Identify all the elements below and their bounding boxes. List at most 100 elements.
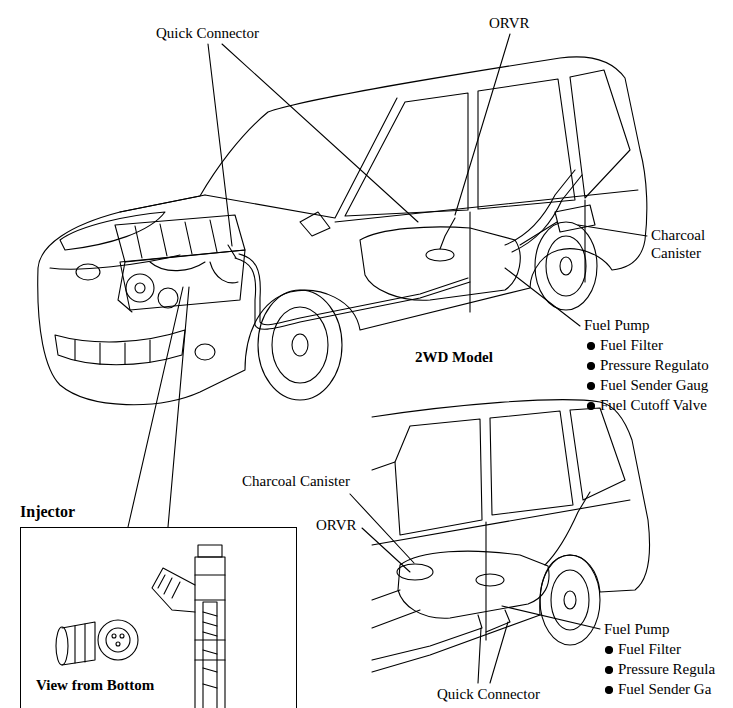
car-body-outline: [490, 411, 573, 515]
car-body-outline: [76, 264, 100, 280]
car-body-outline: [55, 330, 185, 365]
part-list-item: Fuel Filter: [618, 640, 681, 658]
car-body-outline: [38, 57, 647, 405]
part-label: Quick Connector: [156, 24, 259, 42]
part-label: Charcoal Canister: [242, 472, 350, 490]
fuel-tank: [426, 249, 454, 261]
part-list-item: Fuel Cutoff Valve: [600, 396, 707, 414]
part-list-item: Fuel Sender Gaug: [600, 376, 708, 394]
leader-line: [350, 494, 414, 563]
fuel-tank: [398, 551, 549, 618]
wheel: [564, 591, 576, 609]
injector-drawing: [56, 627, 68, 665]
inset-heading: Injector: [20, 503, 75, 521]
fuel-tank: [505, 170, 582, 252]
engine: [126, 274, 154, 302]
car-body-outline: [570, 408, 625, 500]
wheel: [292, 334, 308, 356]
injector-drawing: [158, 575, 180, 598]
engine: [158, 288, 178, 308]
leader-line: [222, 44, 418, 222]
leader-line: [128, 287, 183, 527]
car-body-outline: [372, 462, 395, 470]
bullet: [588, 343, 595, 350]
fuel-tank: [476, 574, 504, 586]
car-body-outline: [485, 522, 486, 640]
bullet: [588, 363, 595, 370]
part-list-item: Fuel Sender Ga: [618, 680, 711, 698]
part-label: ORVR: [489, 14, 529, 32]
bullet: [588, 403, 595, 410]
car-body-outline: [478, 79, 575, 209]
leader-line: [208, 44, 232, 246]
injector-drawing: [152, 568, 195, 612]
fuel-line: [235, 258, 470, 329]
engine: [150, 262, 238, 283]
car-body-outline: [50, 255, 180, 269]
leader-line: [478, 628, 481, 683]
leader-line: [505, 268, 580, 326]
fuel-tank: [372, 610, 510, 660]
part-list-item: Fuel Filter: [600, 336, 663, 354]
bullet: [606, 667, 613, 674]
car-body-outline: [120, 195, 205, 212]
injector-drawing: [203, 612, 217, 688]
car-body-outline: [300, 212, 330, 236]
wheel: [258, 222, 597, 400]
wheel: [546, 236, 586, 296]
injector-drawing: [195, 575, 225, 660]
car-body-outline: [38, 57, 647, 405]
fuel-tank: [545, 492, 590, 565]
car-body-outline: [469, 212, 470, 312]
bullet: [588, 343, 613, 694]
engine: [120, 250, 245, 310]
leader-line: [490, 622, 508, 683]
fuel-tank: [397, 564, 433, 580]
leader-line: [128, 34, 647, 683]
wheel: [551, 570, 589, 630]
engine: [135, 283, 145, 293]
fuel-tank: [360, 227, 520, 300]
bullet: [588, 383, 595, 390]
engine: [135, 220, 217, 258]
inset-caption: View from Bottom: [36, 676, 154, 694]
injector-drawing: [195, 557, 225, 708]
fuel-line: [228, 245, 236, 258]
leader-line: [502, 606, 600, 629]
fuel-line: [239, 254, 468, 325]
part-label: Fuel Pump: [604, 620, 669, 638]
engine: [115, 215, 245, 262]
leader-line: [455, 34, 510, 215]
part-list-item: Pressure Regula: [618, 660, 715, 678]
part-list-item: Pressure Regulato: [600, 356, 709, 374]
wheel: [258, 290, 342, 400]
leader-line: [578, 225, 647, 236]
fuel-tank: [372, 590, 420, 628]
injector-drawing: [106, 628, 130, 652]
inset-box: InjectorView from Bottom: [20, 527, 297, 708]
car-body-outline: [395, 419, 482, 535]
engine: [115, 215, 245, 312]
car-body-outline: [75, 340, 150, 364]
injector-drawing: [98, 620, 138, 660]
part-label: Charcoal Canister: [651, 226, 731, 262]
fuel-tank: [520, 222, 557, 245]
fuel-tank: [440, 218, 455, 249]
part-label: Fuel Pump: [584, 316, 649, 334]
bullet: [606, 647, 613, 654]
engine: [118, 262, 132, 312]
leader-line: [168, 287, 189, 527]
bullet: [606, 687, 613, 694]
part-label: Quick Connector: [437, 685, 540, 703]
fuel-line: [228, 245, 470, 329]
car-body-outline: [195, 344, 215, 360]
fuel-tank: [555, 205, 595, 232]
model-label: 2WD Model: [415, 348, 493, 366]
injector-drawing: [198, 545, 222, 557]
injector-drawing: [203, 602, 217, 708]
injector-drawing: [116, 642, 120, 646]
car-body-outline: [345, 93, 468, 216]
wheel: [535, 222, 597, 310]
